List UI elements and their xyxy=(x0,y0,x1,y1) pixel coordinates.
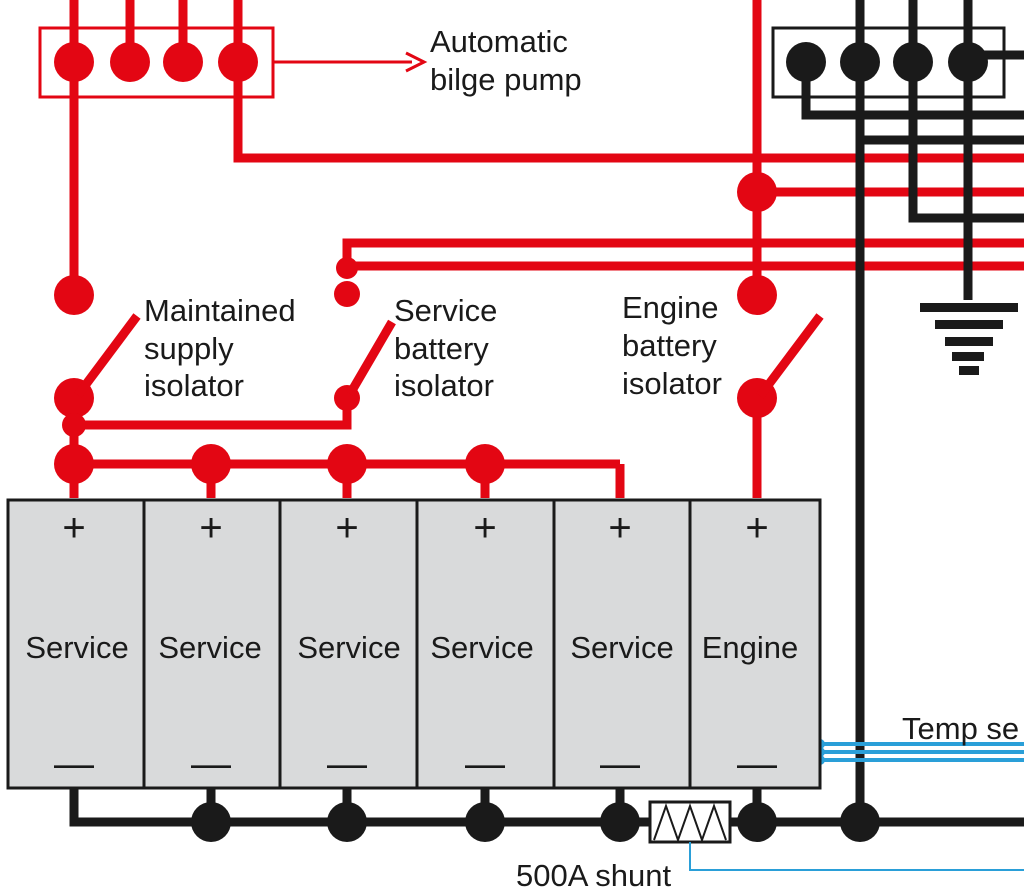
negative-terminal-block xyxy=(771,26,1006,99)
battery-positive-sign: + xyxy=(335,506,358,550)
battery-negative-sign: — xyxy=(191,742,231,786)
battery-service-1: + Service — xyxy=(25,506,128,786)
temp-sensor-label: Temp se xyxy=(902,711,1019,746)
battery-negative-sign: — xyxy=(600,742,640,786)
label-line: isolator xyxy=(622,366,722,401)
label-line: supply xyxy=(144,331,234,366)
label-line: isolator xyxy=(394,368,494,403)
service-isolator-label: Service battery isolator xyxy=(394,293,497,403)
battery-service-3: + Service — xyxy=(297,506,400,786)
battery-positive-sign: + xyxy=(199,506,222,550)
battery-negative-sign: — xyxy=(327,742,367,786)
label-line: Maintained xyxy=(144,293,296,328)
maintained-isolator-label: Maintained supply isolator xyxy=(144,293,296,403)
battery-label: Service xyxy=(158,630,261,665)
shunt-label: 500A shunt xyxy=(516,858,672,888)
bilge-pump-arrow xyxy=(272,51,428,73)
bilge-fuse-terminals xyxy=(54,42,258,82)
engine-isolator-switch xyxy=(756,313,824,399)
engine-isolator-label: Engine battery isolator xyxy=(622,290,722,401)
negative-junctions xyxy=(191,802,880,842)
service-isolator-switch xyxy=(346,319,396,397)
sensor-wiring xyxy=(689,742,1024,871)
label-line: Service xyxy=(394,293,497,328)
battery-positive-sign: + xyxy=(608,506,631,550)
battery-service-4: + Service — xyxy=(430,506,533,786)
positive-junctions xyxy=(54,172,777,484)
battery-positive-sign: + xyxy=(62,506,85,550)
bilge-pump-label: Automatic bilge pump xyxy=(430,24,582,97)
shunt-resistor-icon xyxy=(648,800,732,844)
label-line: Engine xyxy=(622,290,719,325)
battery-negative-sign: — xyxy=(465,742,505,786)
battery-positive-sign: + xyxy=(473,506,496,550)
battery-positive-sign: + xyxy=(745,506,768,550)
battery-negative-sign: — xyxy=(737,742,777,786)
label-line: battery xyxy=(394,331,489,366)
maintained-isolator-switch xyxy=(74,313,141,398)
label-line: bilge pump xyxy=(430,62,582,97)
battery-service-5: + Service — xyxy=(570,506,673,786)
ground-icon xyxy=(920,303,1018,375)
battery-label: Service xyxy=(297,630,400,665)
battery-bank xyxy=(6,498,822,790)
label-line: Automatic xyxy=(430,24,568,59)
label-line: isolator xyxy=(144,368,244,403)
bilge-fuse-block xyxy=(38,26,275,99)
battery-label: Service xyxy=(25,630,128,665)
battery-label: Service xyxy=(570,630,673,665)
battery-label: Service xyxy=(430,630,533,665)
battery-label: Engine xyxy=(702,630,799,665)
battery-service-2: + Service — xyxy=(158,506,261,786)
negative-terminals xyxy=(786,42,988,82)
battery-engine: + Engine — xyxy=(702,506,799,786)
battery-negative-sign: — xyxy=(54,742,94,786)
label-line: battery xyxy=(622,328,717,363)
